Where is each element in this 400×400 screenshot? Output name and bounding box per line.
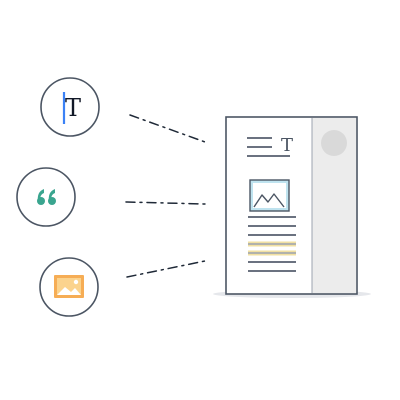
text-tool-circle (40, 77, 100, 137)
connector-lines (125, 114, 206, 278)
text-connector-line (129, 114, 206, 143)
document-image-placeholder (249, 179, 290, 212)
image-icon (54, 275, 84, 298)
quote-tool-circle (16, 167, 76, 227)
mountain-icon (253, 193, 285, 208)
image-tool-button[interactable] (39, 257, 99, 317)
document-body-lines (248, 216, 296, 272)
text-tool-icon: T (62, 92, 81, 124)
document-image-inner (251, 181, 288, 210)
profile-avatar (321, 130, 347, 156)
heading-glyph: T (281, 135, 293, 156)
text-tool-glyph: T (65, 94, 81, 122)
text-tool-button[interactable]: T (40, 77, 100, 137)
quote-tool-button[interactable] (16, 167, 76, 227)
image-connector-line (126, 260, 206, 278)
document-preview: T (225, 116, 358, 295)
quote-connector-line (125, 201, 206, 205)
document-heading: T (247, 135, 293, 157)
quote-icon (37, 189, 56, 205)
